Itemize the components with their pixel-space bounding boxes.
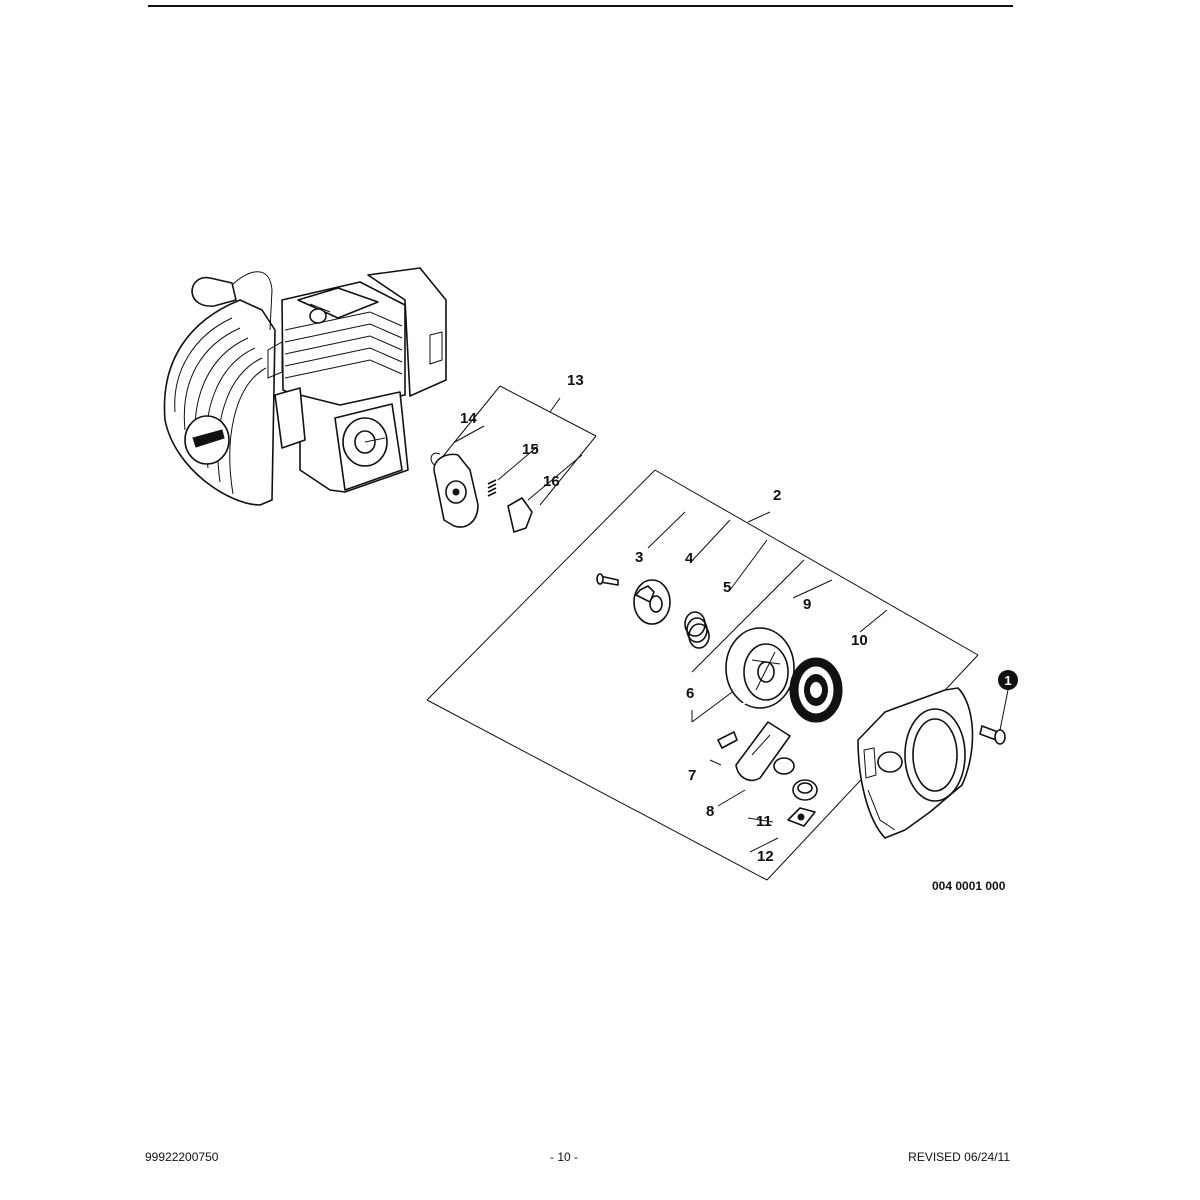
callout-14: 14 xyxy=(460,410,477,427)
part-16-pawl xyxy=(507,497,533,533)
figure-code: 004 0001 000 xyxy=(932,879,1006,893)
engine-assembly xyxy=(163,267,447,506)
callout-9: 9 xyxy=(803,596,811,613)
part-1-screw xyxy=(979,689,1009,745)
callout-16: 16 xyxy=(543,473,560,490)
part-12-washer xyxy=(787,807,816,827)
callout-1-circled: 1 xyxy=(998,670,1018,690)
callout-4: 4 xyxy=(685,550,694,567)
callout-6: 6 xyxy=(686,685,694,702)
part-9-pulley xyxy=(725,627,795,709)
callout-3: 3 xyxy=(635,549,643,566)
callout-2: 2 xyxy=(773,487,781,504)
footer-revised-date: REVISED 06/24/11 xyxy=(908,1150,1010,1164)
footer-doc-number: 99922200750 xyxy=(145,1150,219,1164)
callout-12: 12 xyxy=(757,848,774,865)
part-8-handle xyxy=(735,721,791,782)
part-7-insert xyxy=(717,731,738,749)
part-15-spring xyxy=(487,479,497,497)
callout-5: 5 xyxy=(723,579,731,596)
part-4-ratchet xyxy=(633,579,671,625)
part-3-screw xyxy=(596,573,619,586)
footer-page-number: - 10 - xyxy=(549,1150,578,1164)
callout-8: 8 xyxy=(706,803,714,820)
callout-leaders-13 xyxy=(439,385,597,506)
callout-7: 7 xyxy=(688,767,696,784)
callout-15: 15 xyxy=(522,441,539,458)
callout-1: 1 xyxy=(1004,673,1011,688)
callout-11: 11 xyxy=(756,813,772,830)
part-11-grommet xyxy=(792,779,818,801)
part-13-plate xyxy=(433,453,479,528)
top-rule xyxy=(148,5,1013,7)
part-5-spring xyxy=(684,611,710,649)
callout-10: 10 xyxy=(851,632,868,649)
part-10-recoil-spring xyxy=(789,657,843,723)
callout-13: 13 xyxy=(567,372,584,389)
starter-housing xyxy=(857,687,974,839)
